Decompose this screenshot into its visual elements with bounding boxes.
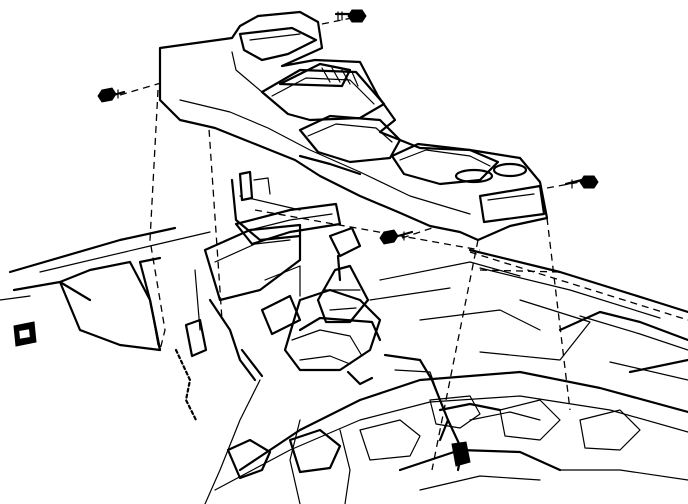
- bolt-front: [379, 229, 414, 245]
- vehicle-floor: [0, 226, 688, 504]
- console-bracket: [174, 223, 450, 442]
- wiring-harness: [438, 402, 541, 472]
- bolt-top-rear: [334, 9, 367, 23]
- bolt-left: [97, 87, 126, 103]
- center-console: [158, 10, 549, 246]
- left-kick-panel: [13, 256, 162, 352]
- bolt-right: [564, 175, 599, 189]
- gear-shifter: [298, 226, 382, 342]
